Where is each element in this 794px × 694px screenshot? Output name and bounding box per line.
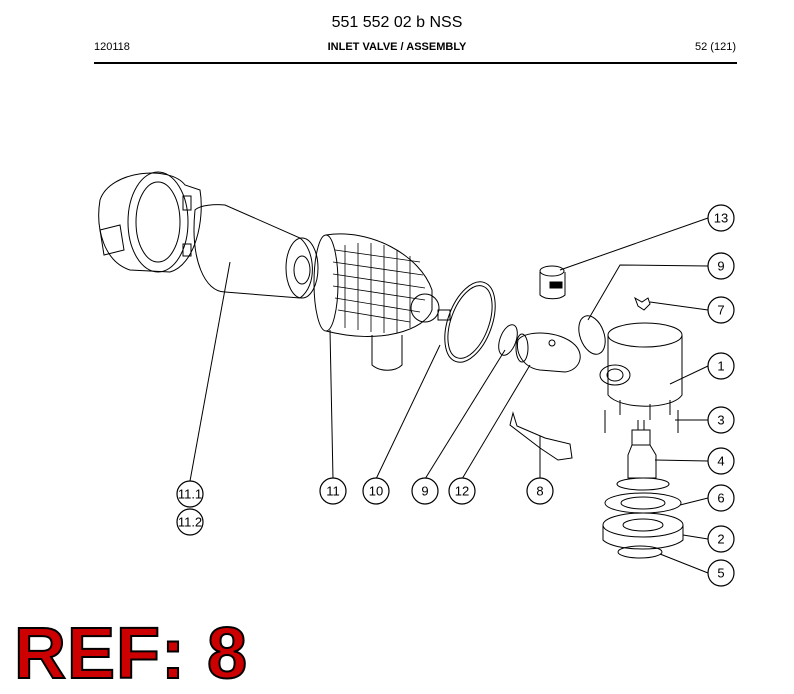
svg-text:11.2: 11.2 [178,515,202,530]
callout-11-2: 11.2 [176,508,204,536]
section-title: INLET VALVE / ASSEMBLY [327,41,467,53]
callout-11: 11 [319,477,347,505]
callout-9-lower: 9 [411,477,439,505]
callout-6: 6 [707,484,735,512]
svg-text:9: 9 [421,484,428,499]
header-rule [94,62,737,64]
reference-label: REF: 8 [13,614,249,694]
svg-text:1: 1 [717,359,724,374]
part-filter-cylinder [193,204,319,299]
svg-text:12: 12 [455,484,469,499]
part-o-ring [617,545,663,559]
page-number: 52 (121) [695,41,736,53]
callout-10: 10 [362,477,390,505]
callout-4: 4 [707,447,735,475]
part-intake-cap [98,171,202,273]
part-elbow-hose [515,332,581,373]
svg-text:10: 10 [369,484,383,499]
svg-text:3: 3 [717,413,724,428]
part-wing-nut [634,296,651,311]
part-cap [539,265,566,300]
svg-text:6: 6 [717,491,724,506]
svg-text:11: 11 [326,484,340,499]
part-valve-stem [616,420,670,491]
svg-text:13: 13 [714,211,728,226]
svg-text:11.1: 11.1 [178,487,202,502]
part-gasket [604,492,682,514]
svg-text:2: 2 [717,532,724,547]
part-valve-body [599,322,683,420]
svg-text:9: 9 [717,259,724,274]
callout-5: 5 [707,559,735,587]
svg-text:7: 7 [717,303,724,318]
drawing-parts [98,171,684,559]
leader-lines [189,217,709,574]
callout-8: 8 [526,477,554,505]
part-bracket [509,411,573,461]
part-clamp-ring [437,281,496,363]
part-flange [602,512,684,550]
callout-13: 13 [707,204,735,232]
part-hose-clamp [578,315,606,355]
callout-3: 3 [707,406,735,434]
callout-12: 12 [448,477,476,505]
part-filter-housing [313,233,440,371]
part-bolts [604,410,679,433]
callout-11-1: 11.1 [176,480,204,508]
callout-2: 2 [707,525,735,553]
svg-text:8: 8 [536,484,543,499]
document-number: 551 552 02 b NSS [331,14,463,31]
callout-9-upper: 9 [707,252,735,280]
svg-text:4: 4 [717,454,724,469]
header-code: 120118 [94,41,130,53]
part-small-clamp [498,324,518,356]
svg-text:5: 5 [717,566,724,581]
callout-1: 1 [707,352,735,380]
callout-7: 7 [707,296,735,324]
